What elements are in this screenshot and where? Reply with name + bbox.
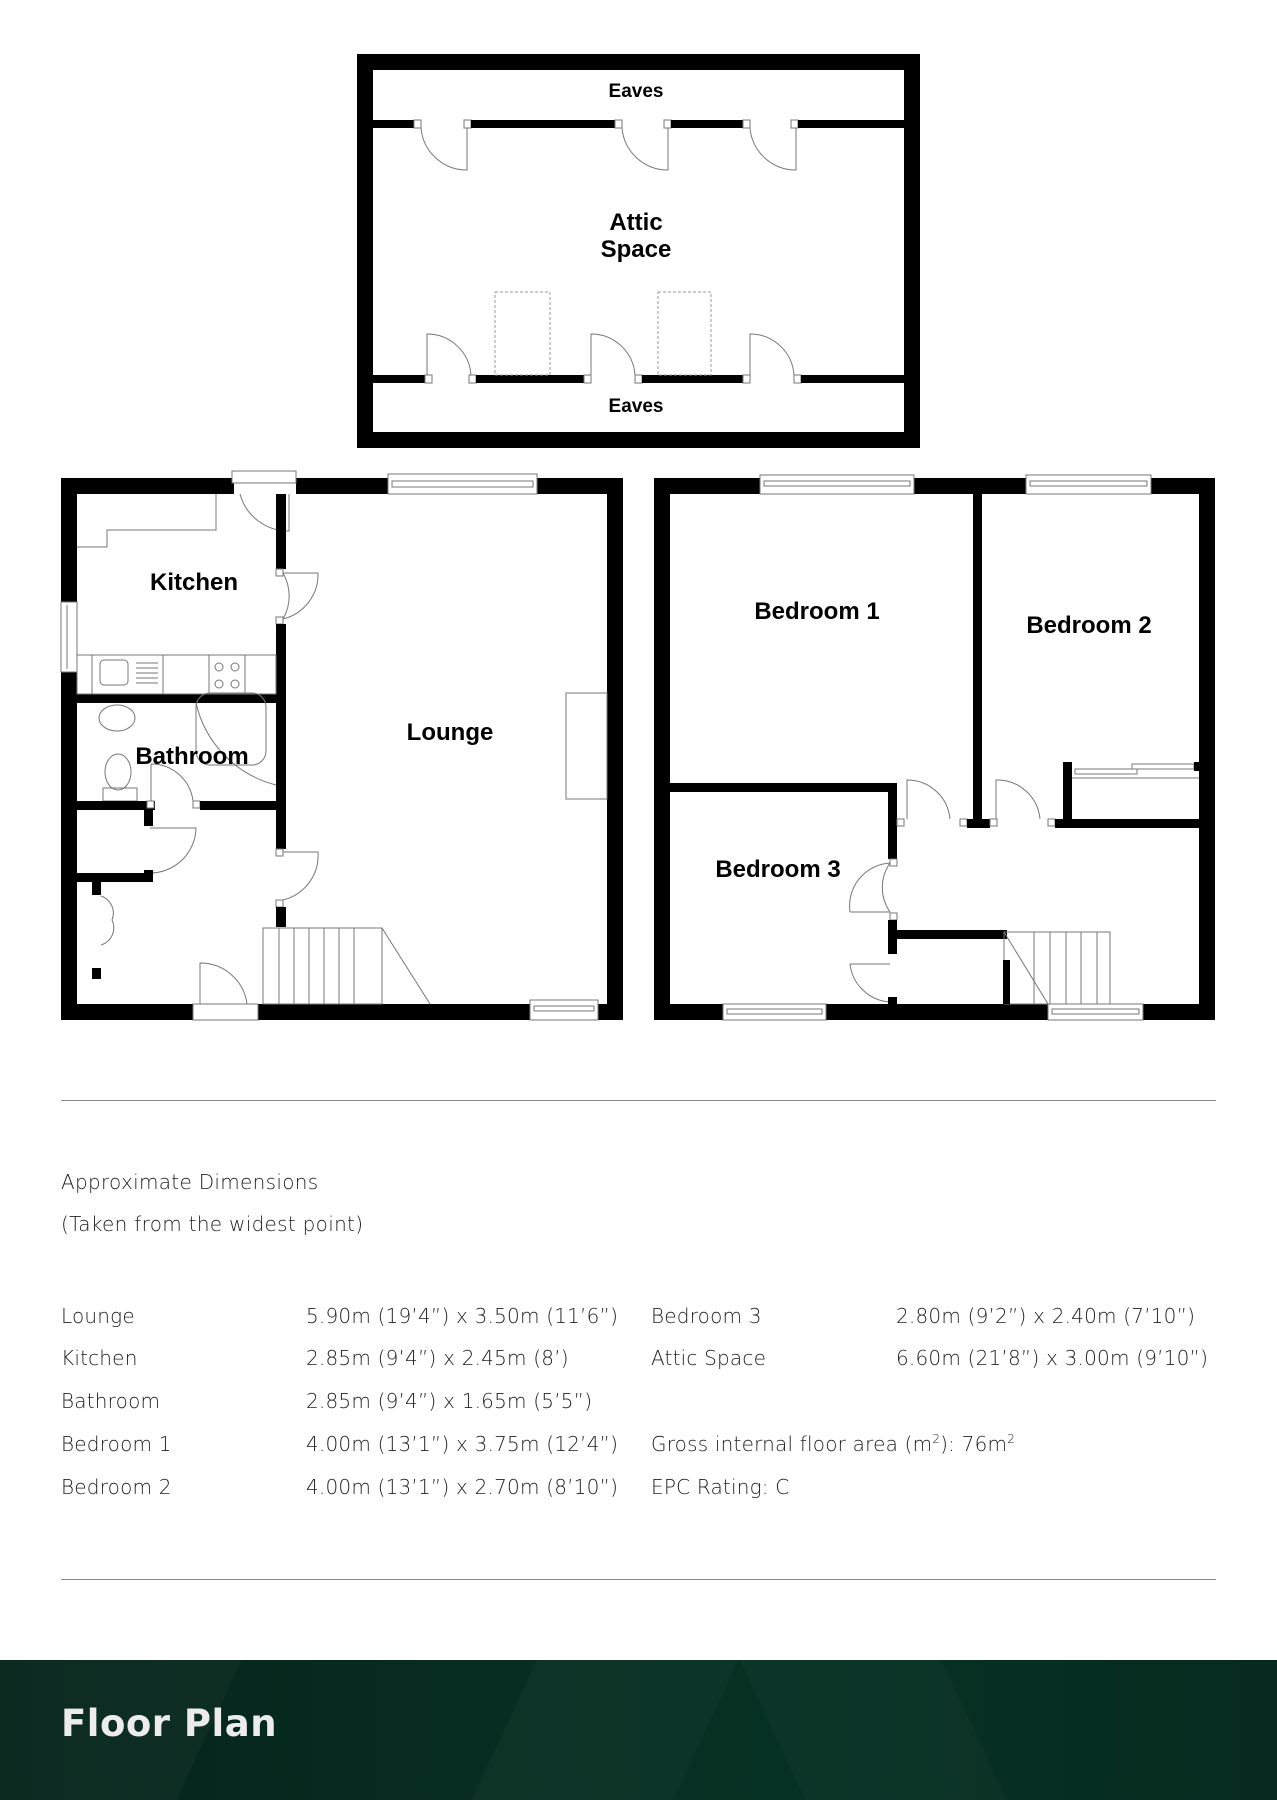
room-name: Kitchen — [61, 1346, 138, 1370]
room-dimension: 4.00m (13’1”) x 3.75m (12’4”) — [306, 1432, 619, 1456]
room-name: Lounge — [61, 1304, 135, 1328]
attic-label-line1: Attic — [609, 209, 662, 236]
attic-label-line2: Space — [601, 236, 672, 263]
room-name: Bedroom 3 — [651, 1304, 762, 1328]
gross-floor-area: Gross internal floor area (m2): 76m2 — [651, 1432, 1015, 1456]
floor-plans: Eaves Attic Space Eaves — [60, 54, 1215, 1021]
gross-area-sup: 2 — [932, 1432, 941, 1446]
gross-area-label: Gross internal floor area (m — [651, 1432, 933, 1456]
room-name: Bedroom 2 — [61, 1475, 172, 1499]
lounge-label: Lounge — [407, 719, 494, 746]
bedroom2-label: Bedroom 2 — [1026, 612, 1151, 639]
gross-area-value: ): 76m — [940, 1432, 1008, 1456]
dimensions-heading: Approximate Dimensions — [61, 1170, 319, 1194]
room-dimension: 5.90m (19’4”) x 3.50m (11’6”) — [306, 1304, 619, 1328]
room-name: Attic Space — [651, 1346, 767, 1370]
dimensions-subheading: (Taken from the widest point) — [61, 1212, 364, 1236]
banner-title: Floor Plan — [61, 1702, 278, 1745]
eaves-top-label: Eaves — [609, 81, 664, 102]
gross-area-sup2: 2 — [1007, 1432, 1016, 1446]
epc-rating: EPC Rating: C — [651, 1475, 790, 1499]
eaves-bottom-label: Eaves — [609, 396, 664, 417]
room-name: Bedroom 1 — [61, 1432, 172, 1456]
attic-plan: Eaves Attic Space Eaves — [357, 54, 920, 448]
footer-banner: Floor Plan — [0, 1660, 1277, 1800]
room-name: Bathroom — [61, 1389, 161, 1413]
room-dimension: 2.80m (9’2”) x 2.40m (7’10”) — [896, 1304, 1196, 1328]
bathroom-label: Bathroom — [135, 743, 248, 770]
first-floor-plan: Bedroom 1 Bedroom 2 Bedroom 3 — [654, 474, 1215, 1021]
room-dimension: 4.00m (13’1”) x 2.70m (8’10”) — [306, 1475, 619, 1499]
divider-top — [61, 1100, 1216, 1101]
room-dimension: 2.85m (9’4”) x 1.65m (5’5”) — [306, 1389, 593, 1413]
bedroom1-label: Bedroom 1 — [754, 598, 879, 625]
bedroom3-label: Bedroom 3 — [715, 856, 840, 883]
ground-floor-plan: Kitchen Bathroom Lounge — [60, 470, 623, 1021]
room-dimension: 2.85m (9’4”) x 2.45m (8’) — [306, 1346, 569, 1370]
room-dimension: 6.60m (21’8”) x 3.00m (9’10”) — [896, 1346, 1209, 1370]
divider-bottom — [61, 1579, 1216, 1580]
kitchen-label: Kitchen — [150, 569, 238, 596]
